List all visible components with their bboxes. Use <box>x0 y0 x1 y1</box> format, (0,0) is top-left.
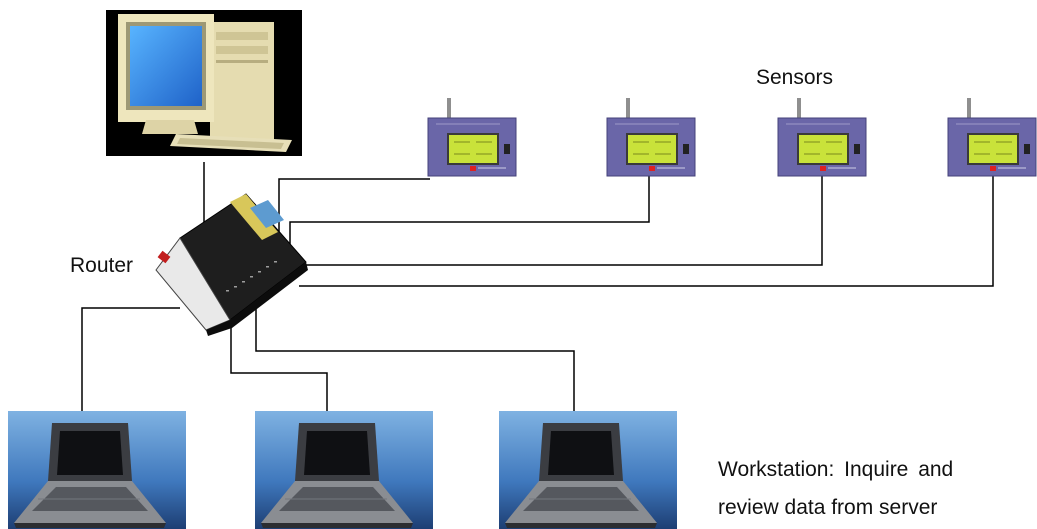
sensors-label: Sensors <box>756 66 834 89</box>
cable-router-to-sensor-2 <box>289 176 650 248</box>
router-label: Router <box>70 254 134 277</box>
cable-router-to-sensor-4 <box>299 176 994 287</box>
laptop-icon <box>7 410 187 529</box>
cable-router-to-laptop-3 <box>255 290 575 413</box>
server-computer-icon <box>106 10 302 156</box>
sensor-device-icon <box>947 97 1037 177</box>
cable-router-to-laptop-2 <box>230 302 328 413</box>
cable-router-to-sensor-1 <box>278 178 430 236</box>
cable-router-to-laptop-1 <box>81 307 180 413</box>
sensor-device-icon <box>427 97 517 177</box>
cable-router-to-sensor-3 <box>299 176 823 266</box>
router-icon <box>155 193 308 336</box>
laptop-icon <box>498 410 678 529</box>
sensor-device-icon <box>777 97 867 177</box>
workstation-caption-line-2: review data from server <box>718 496 938 519</box>
workstation-caption-line-1: Workstation: Inquire and <box>718 458 954 481</box>
laptop-icon <box>254 410 434 529</box>
sensor-device-icon <box>606 97 696 177</box>
